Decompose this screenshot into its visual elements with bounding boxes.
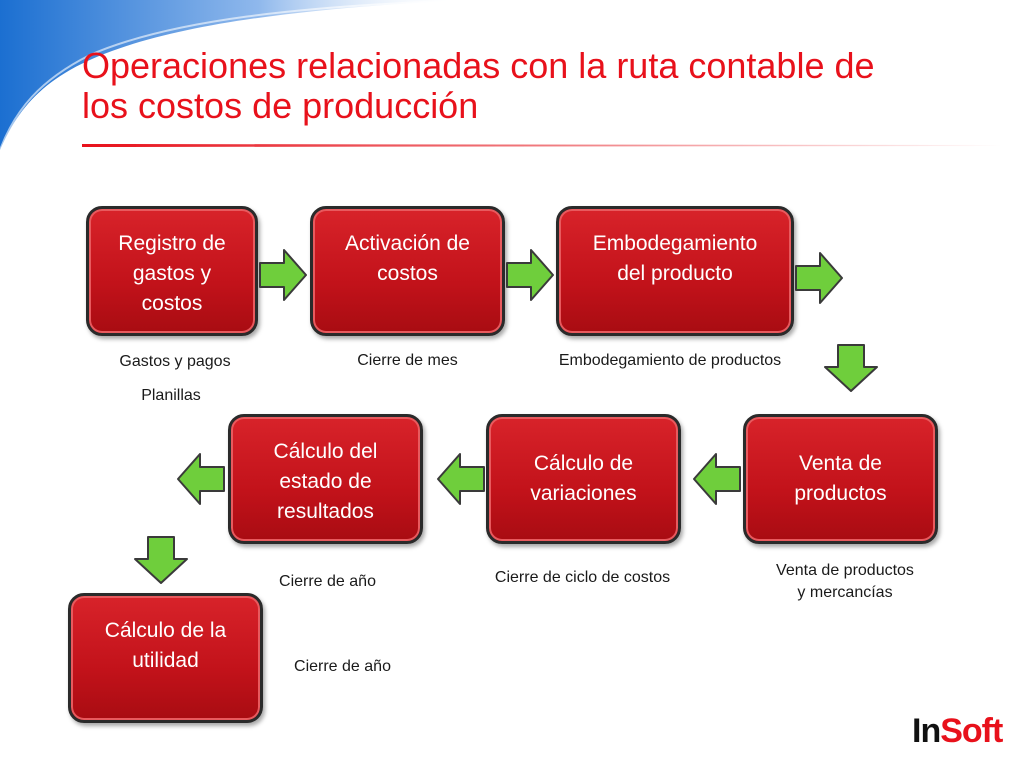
step-calculo-utilidad: Cálculo de la utilidad bbox=[68, 593, 263, 723]
step-estado-resultados: Cálculo del estado de resultados bbox=[228, 414, 423, 544]
step-venta-productos: Venta de productos bbox=[743, 414, 938, 544]
step-calculo-variaciones: Cálculo de variaciones bbox=[486, 414, 681, 544]
arrow-down-icon bbox=[824, 344, 878, 392]
caption-embodegamiento-productos: Embodegamiento de productos bbox=[558, 352, 782, 369]
step-activacion-costos: Activación de costos bbox=[310, 206, 505, 336]
arrow-right-icon bbox=[795, 252, 843, 304]
arrow-left-icon bbox=[437, 453, 485, 505]
arrow-right-icon bbox=[506, 249, 554, 301]
caption-planillas: Planillas bbox=[141, 387, 201, 404]
caption-venta-mercancias: Venta de productos y mercancías bbox=[776, 562, 914, 601]
step-registro-gastos: Registro de gastos y costos bbox=[86, 206, 258, 336]
arrow-left-icon bbox=[177, 453, 225, 505]
insoft-logo: InSoft bbox=[912, 712, 1003, 751]
step-embodegamiento: Embodegamiento del producto bbox=[556, 206, 794, 336]
title-underline bbox=[82, 144, 1002, 147]
caption-cierre-anio-2: Cierre de año bbox=[294, 658, 391, 675]
logo-part-soft: Soft bbox=[940, 712, 1003, 750]
logo-part-in: In bbox=[912, 712, 941, 750]
arrow-left-icon bbox=[693, 453, 741, 505]
corner-swoosh-decoration bbox=[0, 0, 470, 150]
slide-title: Operaciones relacionadas con la ruta con… bbox=[82, 45, 875, 126]
arrow-down-icon bbox=[134, 536, 188, 584]
caption-gastos-pagos: Gastos y pagos bbox=[119, 353, 231, 370]
caption-cierre-ciclo: Cierre de ciclo de costos bbox=[494, 569, 671, 586]
caption-cierre-anio-1: Cierre de año bbox=[279, 573, 376, 590]
caption-cierre-mes: Cierre de mes bbox=[357, 352, 458, 369]
arrow-right-icon bbox=[259, 249, 307, 301]
